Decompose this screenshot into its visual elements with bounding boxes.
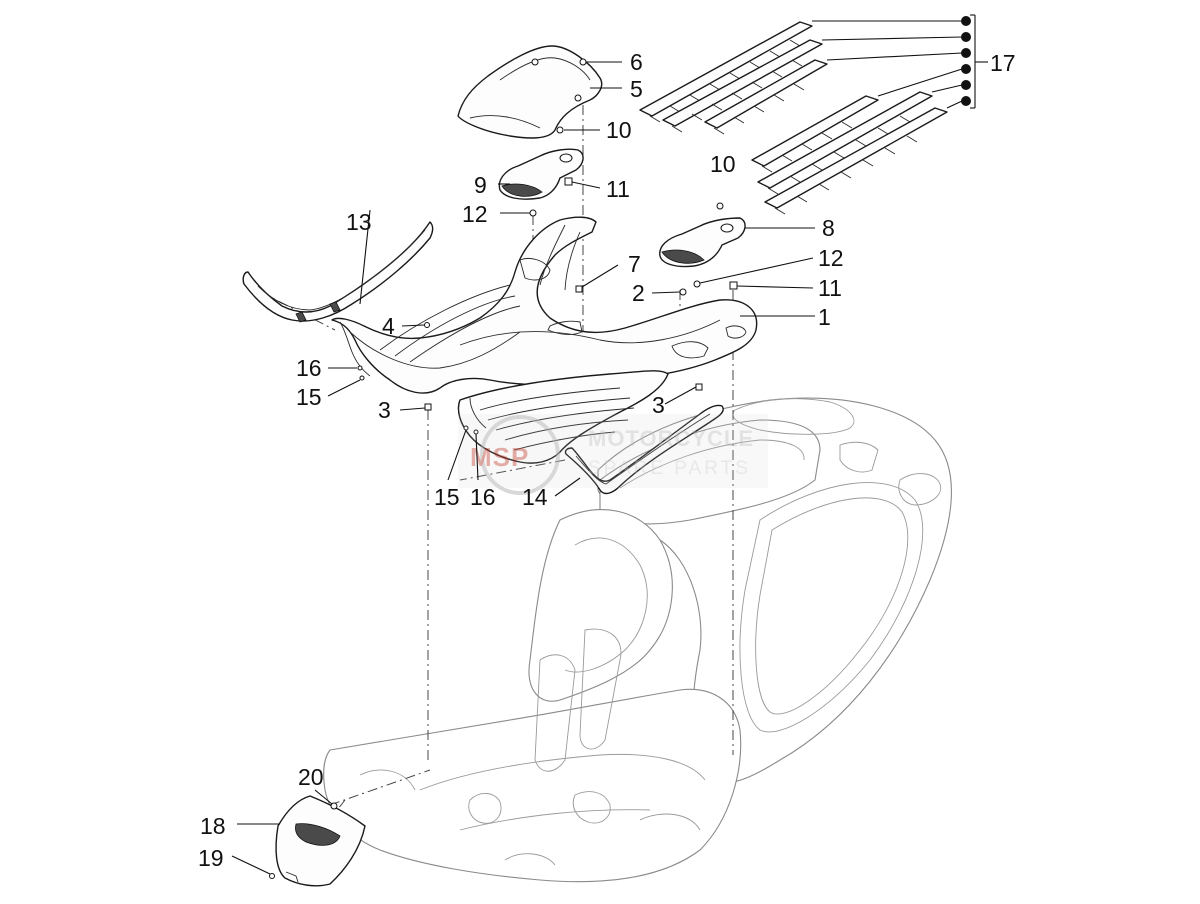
callout-10b: 10: [710, 151, 736, 177]
rivet-15a: [359, 375, 365, 381]
floor-strip-6: [764, 107, 948, 215]
floor-strip-4: [751, 95, 879, 173]
watermark-line2: SPARE PARTS: [588, 458, 751, 479]
screw-12a: [529, 209, 537, 217]
callout-12a: 12: [462, 201, 488, 227]
clip-11a: [564, 177, 573, 186]
watermark-globe-icon: [480, 415, 560, 495]
callout-16b: 16: [470, 484, 496, 510]
hardware: [269, 58, 738, 879]
callout-18: 18: [200, 813, 226, 839]
callout-17: 17: [990, 50, 1016, 76]
lower-cover-part: [275, 795, 366, 887]
floor-strips: [639, 21, 948, 215]
callout-11a: 11: [606, 176, 630, 202]
callout-12b: 12: [818, 245, 844, 271]
screw-4: [424, 322, 430, 328]
screw-6: [579, 58, 587, 66]
screw-12b: [693, 280, 701, 288]
floor-strip-5: [757, 91, 933, 195]
clip-7: [575, 285, 583, 293]
clip-11b: [729, 281, 738, 290]
floor-strip-2: [662, 39, 823, 133]
callout-20: 20: [298, 764, 324, 790]
callout-11b: 11: [818, 275, 842, 301]
left-footrest-bracket: [498, 148, 584, 200]
callout-5: 5: [630, 76, 643, 102]
callout-7: 7: [628, 251, 641, 277]
callout-9: 9: [474, 172, 487, 198]
watermark: MSP MOTORCYCLE SPARE PARTS: [458, 414, 768, 495]
watermark-logo: MSP: [470, 442, 529, 472]
screw-10a: [556, 126, 564, 134]
leader-lines: [231, 14, 988, 875]
right-footrest-bracket: [659, 217, 746, 268]
watermark-band: [458, 414, 768, 488]
floorboard-part: [331, 216, 758, 464]
clip-3a: [424, 403, 432, 411]
callout-3a: 3: [378, 397, 391, 423]
callout-labels: 6 5 10 9 11 12 7 10 8 12 11 2 1 4 16 15 …: [198, 49, 1016, 871]
callout-15b: 15: [434, 484, 460, 510]
callout-13: 13: [346, 209, 372, 235]
clip-3b: [695, 383, 703, 391]
screw-10b: [716, 202, 724, 210]
right-side-strip: [564, 404, 724, 495]
screw-20: [330, 802, 338, 810]
screw-2: [679, 288, 687, 296]
callout-14: 14: [522, 484, 548, 510]
callout-3b: 3: [652, 392, 665, 418]
callout-19: 19: [198, 845, 224, 871]
screw-19: [269, 873, 275, 879]
floor-strip-1: [639, 21, 813, 123]
callout-16a: 16: [296, 355, 322, 381]
callout-15a: 15: [296, 384, 322, 410]
watermark-line1: MOTORCYCLE: [588, 426, 754, 451]
floor-strip-3: [704, 59, 828, 135]
callout-10a: 10: [606, 117, 632, 143]
callout-8: 8: [822, 215, 835, 241]
callout-4: 4: [382, 313, 395, 339]
front-cover-part: [457, 45, 603, 139]
left-side-strip: [242, 221, 434, 323]
callout-1: 1: [818, 304, 831, 330]
callout-6: 6: [630, 49, 643, 75]
callout-2: 2: [632, 280, 645, 306]
rivet-16a: [357, 365, 363, 371]
